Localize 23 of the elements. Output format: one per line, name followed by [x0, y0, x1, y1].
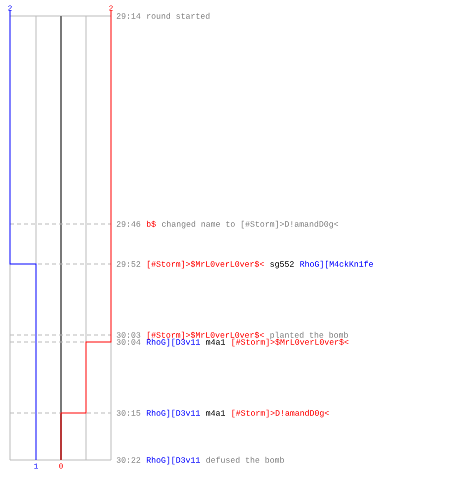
player-name: RhoG][D3v11 [146, 456, 200, 464]
event-text: planted the bomb [270, 332, 348, 340]
time-label: 29:14 [116, 13, 140, 19]
player-name: [#Storm]>$MrL0verL0ver$< [232, 338, 348, 346]
time-label: 29:46 [116, 221, 140, 227]
weapon-name: m4a1 [206, 410, 226, 416]
weapon-name: sg552 [270, 261, 294, 268]
event-text: defused the bomb [206, 456, 284, 463]
time-label: 30:04 [116, 339, 140, 345]
weapon-name: m4a1 [206, 339, 226, 345]
player-name: [#Storm]>$MrL0verL0ver$< [148, 332, 264, 340]
player-name: RhoG][M4ckKn1fe [300, 260, 373, 268]
player-name: b$ [146, 220, 156, 228]
time-label: 29:52 [116, 261, 140, 267]
player-name: [#Storm]>$MrL0verL0ver$< [148, 260, 264, 268]
time-label: 30:15 [116, 410, 140, 416]
player-name: RhoG][D3v11 [146, 410, 200, 418]
player-name: RhoG][D3v11 [146, 338, 200, 346]
time-label: 30:22 [116, 457, 140, 463]
player-name: [#Storm]>D!amandD0g< [232, 410, 329, 418]
event-text: changed name to [#Storm]>D!amandD0g< [162, 220, 338, 228]
event-text: round started [147, 12, 210, 19]
time-label: 30:03 [116, 332, 140, 338]
